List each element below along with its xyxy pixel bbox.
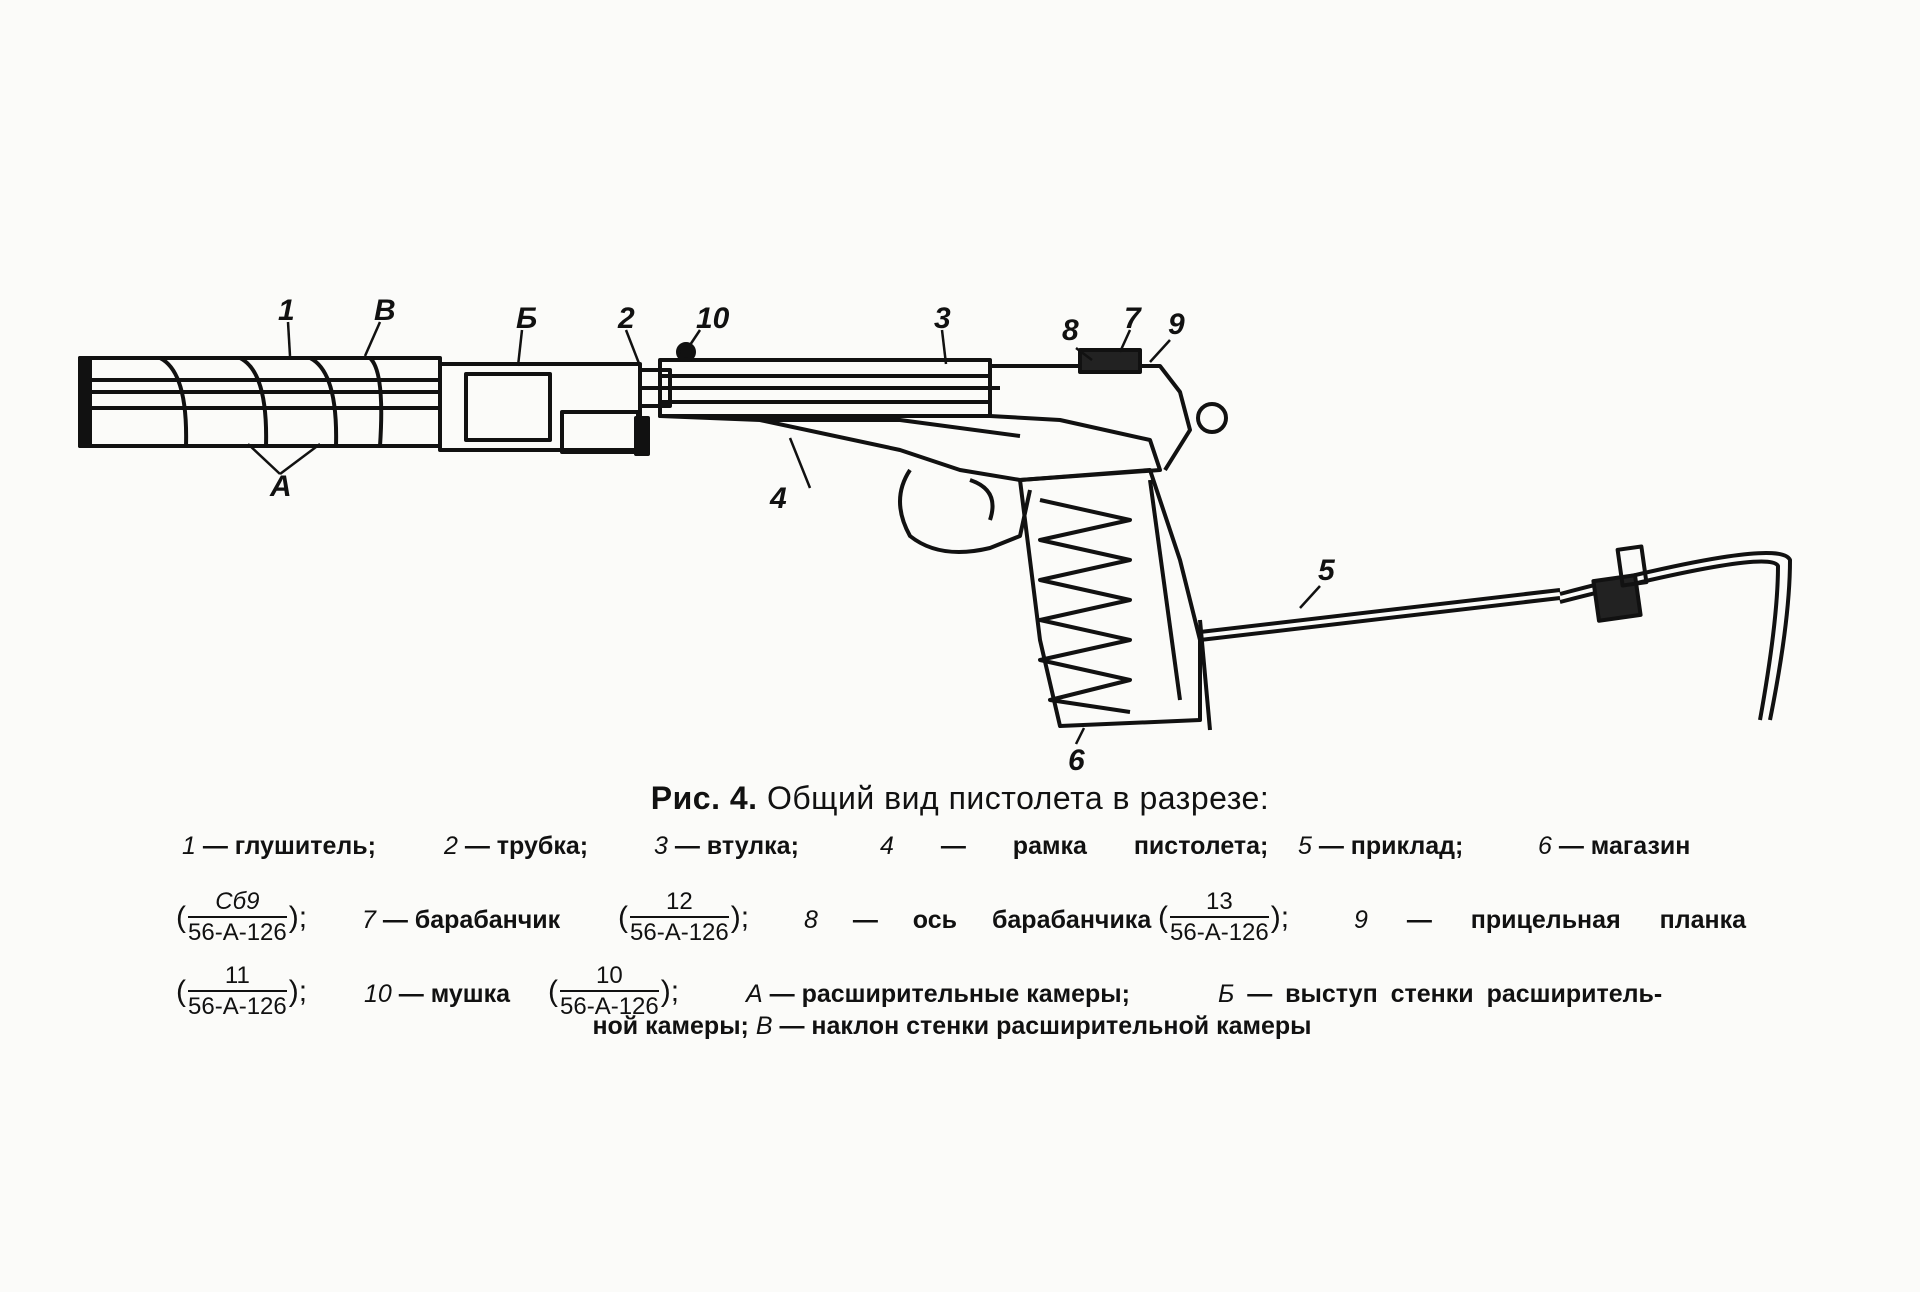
label-B: Б (516, 302, 537, 335)
legend-item-8: 8 — ось барабанчика (804, 906, 1152, 934)
label-6: 6 (1068, 744, 1085, 777)
legend-item-2: 2 — трубка; (444, 832, 589, 860)
pistol-cross-section-drawing: 1 В Б 2 10 3 8 7 9 А 4 5 6 (78, 294, 1792, 777)
legend-item-5: 5 — приклад; (1298, 832, 1464, 860)
label-10: 10 (696, 302, 730, 335)
legend-item-10: 10 — мушка (364, 980, 511, 1008)
legend-item-4: 4 — рамка пистолета; (880, 832, 1269, 860)
legend-row: ной камеры; В — наклон стенки расширител… (182, 1014, 1722, 1084)
label-3: 3 (934, 302, 951, 335)
label-A: А (269, 470, 292, 503)
silencer-end-cap (78, 356, 92, 448)
label-5: 5 (1318, 554, 1336, 587)
label-8: 8 (1062, 314, 1079, 347)
legend-item-1: 1 — глушитель; (182, 832, 376, 860)
figure-caption: Рис. 4. Общий вид пистолета в разрезе: (0, 780, 1920, 817)
silencer-outline (78, 356, 442, 448)
front-sight (676, 342, 696, 362)
legend-row: 1 — глушитель; 2 — трубка; 3 — втулка; 4… (182, 834, 1722, 904)
figure-title: Общий вид пистолета в разрезе: (766, 780, 1270, 816)
legend-item-6: 6 — магазин (1538, 832, 1691, 860)
legend-item-9: 9 — прицельная планка (1354, 906, 1746, 934)
label-4: 4 (769, 482, 787, 515)
label-V: В (374, 294, 396, 327)
legend-item-V: В — наклон стенки расширительной камеры (755, 1012, 1312, 1040)
label-7: 7 (1124, 302, 1142, 335)
label-9: 9 (1168, 308, 1185, 341)
legend-item-A: А — расширительные камеры; (746, 980, 1130, 1008)
legend-item-B-continued: ной камеры; (592, 1012, 749, 1040)
label-1: 1 (278, 294, 295, 327)
label-2: 2 (617, 302, 635, 335)
legend-item-B: Б — выступ стенки расширитель- (1218, 980, 1663, 1008)
figure-number: Рис. 4. (650, 780, 758, 816)
legend-item-3: 3 — втулка; (654, 832, 799, 860)
legend-item-7: 7 — барабанчик (362, 906, 561, 934)
